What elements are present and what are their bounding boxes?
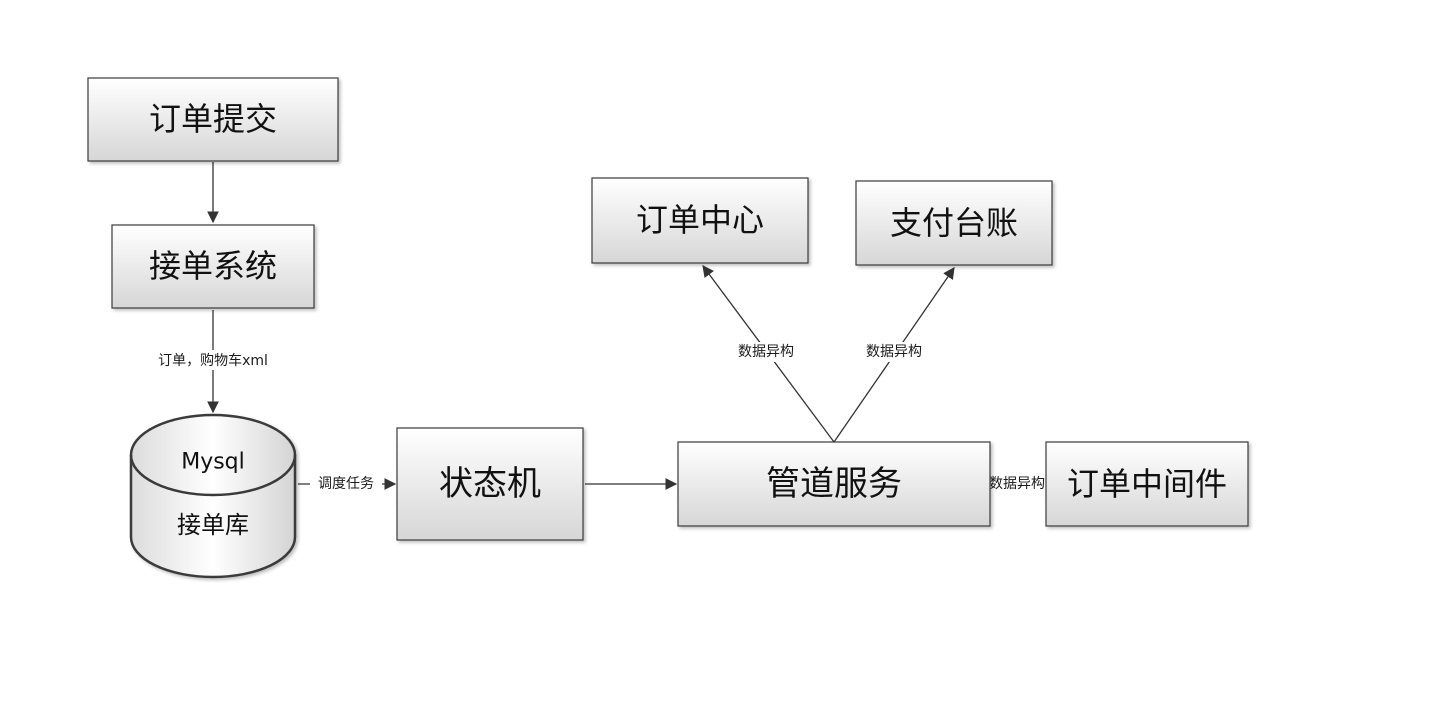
label-pipeline-to-payment-ledger: 数据异构: [866, 344, 922, 360]
node-pipeline-service-label: 管道服务: [766, 464, 902, 504]
node-pipeline-service: 管道服务: [677, 441, 991, 527]
node-payment-ledger: 支付台账: [855, 180, 1053, 266]
db-type-label: Mysql: [181, 450, 245, 475]
node-order-database: Mysql 接单库: [129, 413, 297, 579]
node-order-center: 订单中心: [591, 177, 809, 264]
node-order-submit: 订单提交: [87, 77, 339, 162]
label-system-to-db: 订单，购物车xml: [158, 352, 268, 369]
label-db-to-state-machine: 调度任务: [318, 476, 374, 492]
node-state-machine-label: 状态机: [439, 464, 541, 504]
db-name-label: 接单库: [177, 511, 249, 539]
node-order-center-label: 订单中心: [636, 201, 764, 239]
label-pipeline-to-middleware: 数据异构: [989, 476, 1045, 492]
node-order-receiving-system: 接单系统: [111, 224, 315, 309]
label-pipeline-to-order-center: 数据异构: [738, 344, 794, 360]
node-order-middleware-label: 订单中间件: [1067, 465, 1227, 503]
edge-labels: 订单，购物车xml 调度任务 数据异构 数据异构 数据异构: [142, 342, 1054, 494]
node-order-submit-label: 订单提交: [149, 100, 277, 138]
node-order-middleware: 订单中间件: [1045, 441, 1249, 527]
node-state-machine: 状态机: [396, 427, 584, 541]
node-order-receiving-system-label: 接单系统: [149, 247, 277, 285]
node-payment-ledger-label: 支付台账: [890, 204, 1018, 242]
